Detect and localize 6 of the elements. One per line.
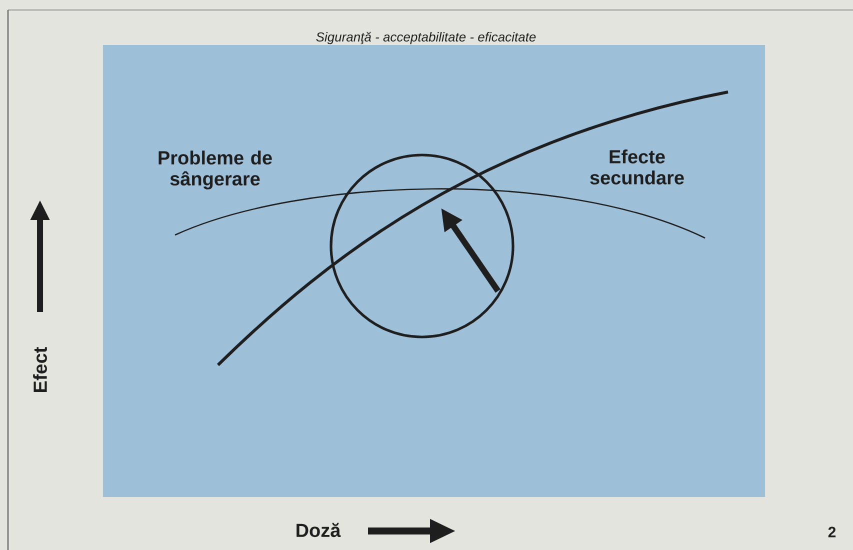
curve-label: Probleme de sângerare xyxy=(158,150,272,190)
axis-label: Efect xyxy=(33,347,47,392)
page-number: 2 xyxy=(828,526,836,538)
title: Siguranţă - acceptabilitate - eficacitate xyxy=(316,32,536,44)
curve-label: Efecte secundare xyxy=(590,150,684,184)
axis-label: Doză xyxy=(296,522,341,538)
